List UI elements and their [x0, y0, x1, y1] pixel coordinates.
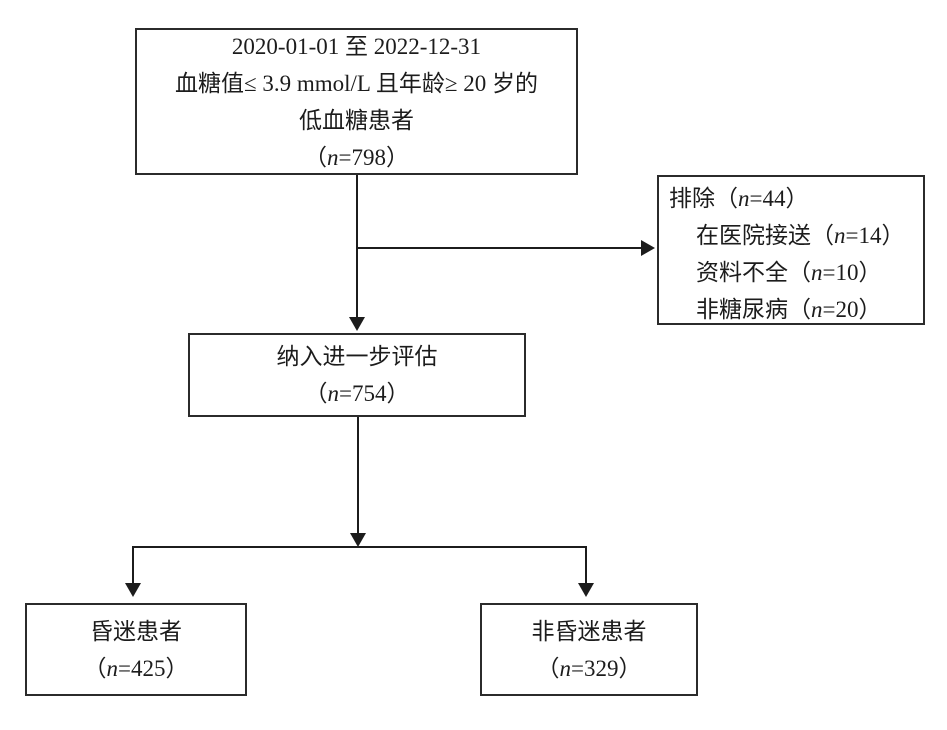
- box-source-population: 2020-01-01 至 2022-12-31 血糖值≤ 3.9 mmol/L …: [135, 28, 578, 175]
- text-segment: =10）: [822, 260, 882, 285]
- source-criteria: 血糖值≤ 3.9 mmol/L 且年龄≥ 20 岁的: [174, 70, 538, 96]
- coma-count: （n=425）: [27, 650, 245, 687]
- noncoma-count: （n=329）: [482, 650, 696, 687]
- text-segment: （: [536, 655, 560, 681]
- box-further-assessment: 纳入进一步评估 （n=754）: [188, 333, 526, 417]
- assessed-label: 纳入进一步评估: [276, 344, 438, 369]
- text-segment: =14）: [845, 223, 905, 248]
- n-variable: n: [106, 655, 119, 681]
- text-segment: 在医院接送（: [696, 223, 834, 248]
- source-count: （n=798）: [137, 139, 576, 176]
- source-population-label: 低血糖患者: [299, 107, 414, 133]
- arrowhead-split-to-noncoma: [578, 583, 594, 597]
- text-segment: =798）: [338, 144, 409, 170]
- text-segment: =425）: [118, 655, 189, 681]
- excluded-item-non-diabetic: 非糖尿病（n=20）: [669, 291, 915, 328]
- text-segment: 排除（: [669, 186, 738, 211]
- coma-label: 昏迷患者: [90, 618, 182, 644]
- text-segment: =754）: [339, 381, 410, 406]
- box-excluded: 排除（n=44） 在医院接送（n=14） 资料不全（n=10） 非糖尿病（n=2…: [657, 175, 925, 325]
- text-segment: =20）: [822, 297, 882, 322]
- box-non-coma-patients: 非昏迷患者 （n=329）: [480, 603, 698, 696]
- box-coma-patients: 昏迷患者 （n=425）: [25, 603, 247, 696]
- arrowhead-split-to-coma: [125, 583, 141, 597]
- n-variable: n: [811, 260, 823, 285]
- text-segment: （: [83, 655, 107, 681]
- text-segment: =44）: [749, 186, 809, 211]
- n-variable: n: [811, 297, 823, 322]
- n-variable: n: [559, 655, 572, 681]
- text-segment: =329）: [571, 655, 642, 681]
- assessed-count: （n=754）: [190, 375, 524, 412]
- excluded-title: 排除（n=44）: [669, 180, 915, 217]
- noncoma-label: 非昏迷患者: [531, 618, 647, 644]
- text-segment: （: [304, 381, 328, 406]
- n-variable: n: [327, 144, 339, 170]
- source-date-range: 2020-01-01 至 2022-12-31: [231, 33, 482, 59]
- arrowhead-source-to-assessed: [349, 317, 365, 331]
- arrowhead-assessed-to-split: [350, 533, 366, 547]
- n-variable: n: [834, 223, 846, 248]
- text-segment: （: [304, 144, 327, 170]
- text-segment: 资料不全（: [696, 260, 811, 285]
- excluded-item-transfer: 在医院接送（n=14）: [669, 217, 915, 254]
- text-segment: 非糖尿病（: [696, 297, 811, 322]
- arrowhead-branch-to-excluded: [641, 240, 655, 256]
- excluded-item-incomplete-data: 资料不全（n=10）: [669, 254, 915, 291]
- n-variable: n: [738, 186, 750, 211]
- n-variable: n: [327, 381, 340, 406]
